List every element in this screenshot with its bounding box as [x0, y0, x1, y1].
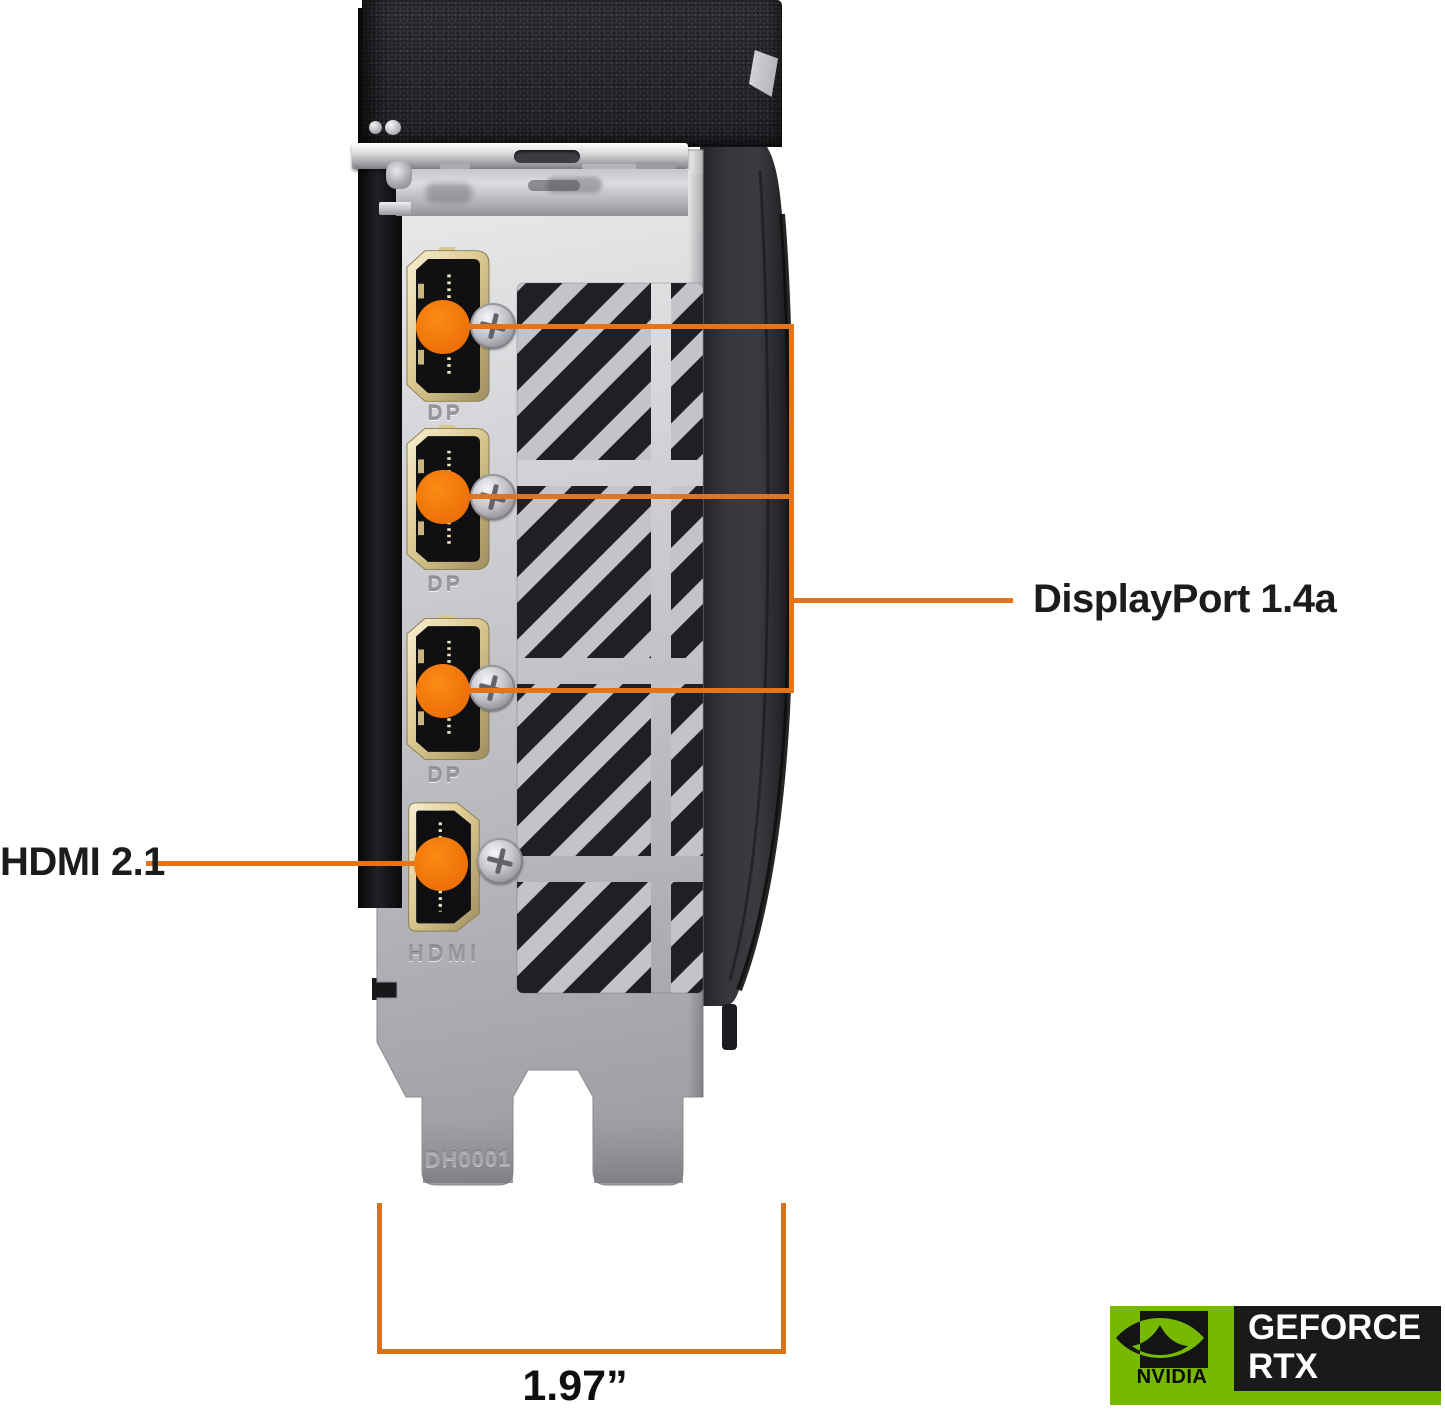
rtx-line: RTX — [1248, 1347, 1318, 1386]
callout-line-dp1 — [443, 324, 792, 329]
bracket-screw-icon-4 — [477, 838, 523, 884]
bracket-screw-slot — [514, 150, 580, 163]
hdmi-engraving: HDMI — [407, 941, 481, 966]
dp-engraving-3: DP — [427, 764, 463, 787]
bracket-stamp: DH0001 — [424, 1145, 512, 1172]
nvidia-geforce-rtx-badge: NVIDIA GEFORCE RTX — [1110, 1306, 1441, 1405]
geforce-rtx-panel: GEFORCE RTX — [1234, 1306, 1441, 1391]
nvidia-wordmark: NVIDIA — [1136, 1366, 1208, 1388]
dimension-label: 1.97” — [522, 1362, 628, 1410]
geforce-line: GEFORCE — [1248, 1308, 1422, 1347]
displayport-callout-label: DisplayPort 1.4a — [1033, 577, 1337, 621]
dimension-line-left — [377, 1203, 382, 1353]
nvidia-eye-icon — [1116, 1318, 1204, 1358]
dimension-line-right — [781, 1203, 786, 1353]
callout-line-dp2 — [443, 494, 792, 499]
hdmi-callout-label: HDMI 2.1 — [0, 840, 165, 884]
callout-spine-dp — [789, 324, 794, 693]
dp-engraving-2: DP — [427, 573, 463, 596]
callout-dot-hdmi — [414, 837, 468, 891]
dimension-line-bottom — [377, 1349, 786, 1354]
callout-dot-dp1 — [416, 300, 470, 354]
fan-shroud — [700, 120, 794, 1050]
bracket-fold — [396, 169, 688, 216]
badge-green-strip — [1110, 1391, 1441, 1405]
hex-screw-icon — [385, 120, 401, 135]
callout-dot-dp3 — [416, 664, 470, 718]
callout-line-hdmi — [146, 861, 443, 866]
heatsink-top — [362, 0, 782, 147]
hex-screw-icon — [369, 121, 382, 134]
geforce-rtx-wordmark: GEFORCE RTX — [1248, 1308, 1421, 1386]
nvidia-badge-panel: NVIDIA — [1110, 1306, 1234, 1391]
bracket-tab — [379, 202, 411, 215]
dp-engraving-1: DP — [427, 402, 463, 425]
bracket-rivet-icon — [386, 161, 412, 189]
vent-grille — [517, 283, 703, 993]
callout-line-dp-label — [789, 598, 1013, 603]
callout-line-dp3 — [443, 688, 792, 693]
callout-dot-dp2 — [416, 470, 470, 524]
